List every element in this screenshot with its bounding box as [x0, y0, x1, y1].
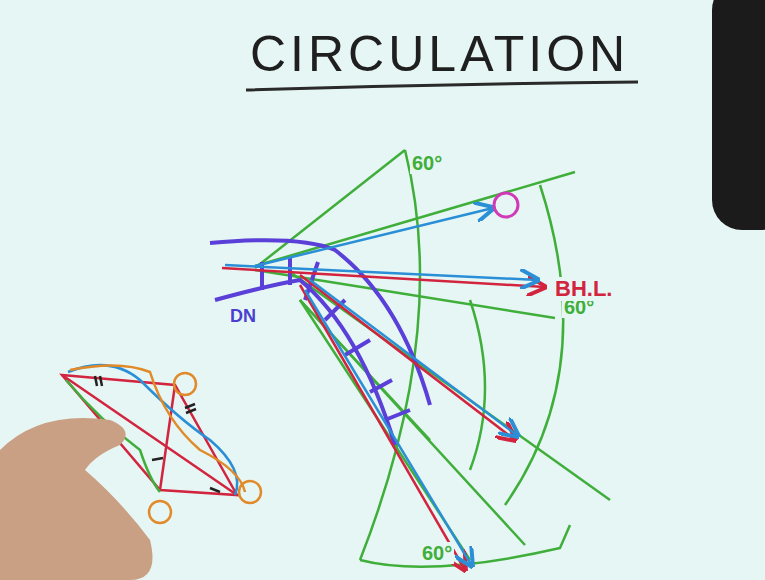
- direction-label: DN: [228, 306, 258, 326]
- angle-label: 60°: [420, 542, 454, 564]
- title-underline: [246, 82, 638, 90]
- curved-walkway: [210, 240, 430, 445]
- blue-arrows: [225, 208, 538, 566]
- red-arrows: [222, 268, 545, 570]
- title: CIRCULATION: [248, 28, 631, 80]
- target-circle: [494, 193, 518, 217]
- camera-corner: [712, 0, 765, 230]
- line-label: BH.L.: [553, 277, 614, 301]
- angle-label: 60°: [410, 152, 444, 174]
- angle-lines: [255, 150, 610, 567]
- presenter-hand: [0, 418, 153, 580]
